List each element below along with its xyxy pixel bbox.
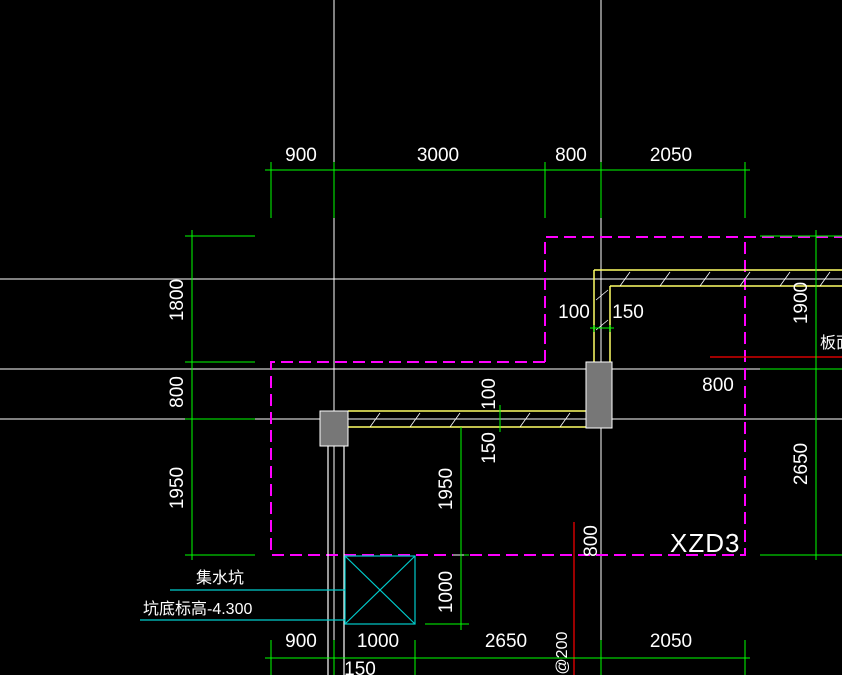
dim-inner-1000: 1000 bbox=[436, 571, 457, 613]
dim-bottom-1: 900 bbox=[285, 631, 317, 652]
dim-inner-800v: 800 bbox=[581, 525, 602, 557]
dim-inner-800: 800 bbox=[702, 375, 734, 396]
dim-bottom-2: 1000 bbox=[357, 631, 399, 652]
sump-name-label: 集水坑 bbox=[196, 569, 244, 587]
left-wall bbox=[327, 446, 345, 675]
dim-left-1: 1800 bbox=[167, 279, 188, 321]
sump-elevation-label: 坑底标高-4.300 bbox=[143, 600, 252, 618]
column-right bbox=[585, 361, 613, 429]
zone-outline bbox=[544, 236, 842, 362]
walls bbox=[348, 269, 842, 428]
dim-top-3: 800 bbox=[555, 145, 587, 166]
dim-inner-100a: 100 bbox=[558, 302, 590, 323]
wall-hatching bbox=[369, 271, 831, 428]
sump-pit bbox=[140, 555, 416, 625]
zone-outline-lower bbox=[270, 237, 746, 556]
dim-top-1: 900 bbox=[285, 145, 317, 166]
right-cut-label: 板面 bbox=[820, 334, 842, 352]
zone-tag: XZD3 bbox=[670, 528, 740, 558]
dim-inner-150b: 150 bbox=[479, 432, 500, 464]
dim-inner-1950: 1950 bbox=[436, 468, 457, 510]
dim-top-2: 3000 bbox=[417, 145, 459, 166]
dim-bottom-extra: 150 bbox=[344, 659, 376, 675]
dim-right-2: 2650 bbox=[791, 443, 812, 485]
column-left bbox=[319, 410, 349, 447]
dim-bottom-4: 2050 bbox=[650, 631, 692, 652]
dim-top-4: 2050 bbox=[650, 145, 692, 166]
dim-left-2: 800 bbox=[167, 376, 188, 408]
rebar-lines bbox=[573, 356, 842, 675]
dim-inner-100b: 100 bbox=[479, 378, 500, 410]
dim-bottom-3: 2650 bbox=[485, 631, 527, 652]
rebar-note: 22@200 bbox=[554, 632, 571, 675]
dimension-lines bbox=[185, 162, 842, 675]
dim-left-3: 1950 bbox=[167, 467, 188, 509]
dim-inner-150a: 150 bbox=[612, 302, 644, 323]
dim-right-1: 1900 bbox=[791, 282, 812, 324]
